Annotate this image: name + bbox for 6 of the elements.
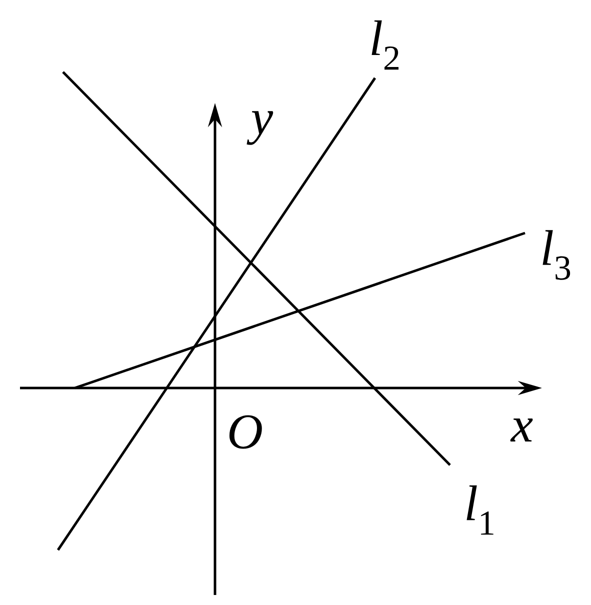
- axis-label: l$_{3}$: [542, 230, 570, 280]
- axis-label: l$_{1}$: [466, 485, 494, 535]
- axis-label: x: [510, 418, 533, 442]
- axis-label: l$_{2}$: [372, 20, 399, 70]
- axis-label: O: [229, 415, 262, 449]
- axis-label: y: [246, 111, 274, 145]
